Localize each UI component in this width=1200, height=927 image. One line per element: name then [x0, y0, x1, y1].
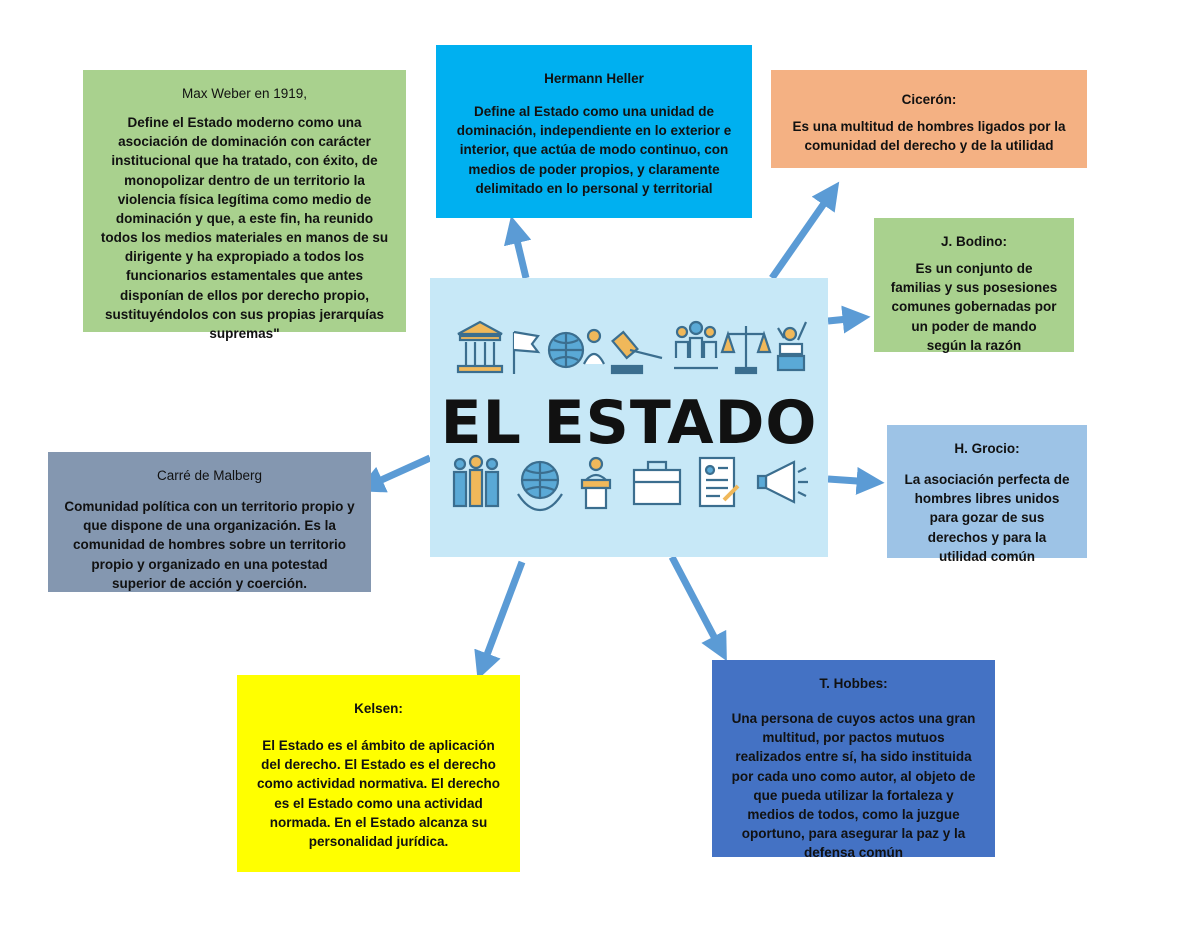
arrow-to-ciceron: [769, 181, 840, 281]
central-title: EL ESTADO: [440, 388, 818, 458]
building-icon: [456, 320, 504, 374]
hobbes-title: T. Hobbes:: [819, 676, 888, 691]
malberg-box: Carré de Malberg Comunidad política con …: [48, 452, 371, 592]
gavel-icon: [610, 330, 663, 375]
bodino-title: J. Bodino:: [941, 234, 1007, 249]
arrow-to-hobbes: [668, 555, 727, 662]
kelsen-title: Kelsen:: [354, 701, 403, 716]
heller-box: Hermann Heller Define al Estado como una…: [436, 45, 752, 218]
flag-icon: [512, 330, 541, 374]
grocio-text: La asociación perfecta de hombres libres…: [904, 472, 1070, 564]
arrow-to-grocio: [827, 466, 885, 495]
arrow-to-bodino: [827, 305, 871, 334]
people-group-icon: [674, 320, 718, 370]
document-icon: [698, 456, 740, 508]
bodino-text: Es un conjunto de familias y sus posesio…: [890, 261, 1058, 353]
grocio-title: H. Grocio:: [954, 441, 1020, 456]
heller-text: Define al Estado como una unidad de domi…: [456, 104, 732, 196]
kelsen-text: El Estado es el ámbito de aplicación del…: [256, 738, 501, 849]
briefcase-icon: [632, 460, 682, 506]
bodino-box: J. Bodino: Es un conjunto de familias y …: [874, 218, 1074, 353]
scales-icon: [720, 326, 772, 375]
malberg-title: Carré de Malberg: [156, 468, 263, 483]
malberg-text: Comunidad política con un territorio pro…: [64, 499, 355, 591]
weber-text: Define el Estado moderno como una asocia…: [100, 115, 389, 341]
heller-title: Hermann Heller: [544, 71, 644, 86]
podium-icon: [580, 456, 612, 510]
central-node: EL ESTADO: [430, 278, 828, 557]
top-icon-row: [456, 320, 808, 375]
arrow-to-kelsen: [474, 560, 526, 680]
globe-hands-icon: [517, 460, 563, 512]
kelsen-box: Kelsen: El Estado es el ámbito de aplica…: [237, 675, 520, 872]
ciceron-text: Es una multitud de hombres ligados por l…: [792, 119, 1066, 154]
ciceron-box: Cicerón: Es una multitud de hombres liga…: [771, 70, 1087, 168]
megaphone-icon: [756, 460, 808, 504]
hobbes-box: T. Hobbes: Una persona de cuyos actos un…: [712, 660, 995, 860]
hobbes-text: Una persona de cuyos actos una gran mult…: [731, 711, 976, 861]
speaker-icon: [776, 321, 808, 372]
ciceron-title: Cicerón:: [901, 92, 957, 107]
grocio-box: H. Grocio: La asociación perfecta de hom…: [887, 425, 1087, 564]
globe-person-icon: [547, 328, 605, 369]
bottom-icon-row: [452, 454, 808, 512]
crowd-icon: [452, 454, 500, 508]
weber-title: Max Weber en 1919,: [181, 86, 308, 101]
weber-box: Max Weber en 1919, Define el Estado mode…: [83, 70, 406, 341]
arrow-to-heller: [503, 215, 532, 279]
arrow-to-malberg: [356, 454, 432, 493]
